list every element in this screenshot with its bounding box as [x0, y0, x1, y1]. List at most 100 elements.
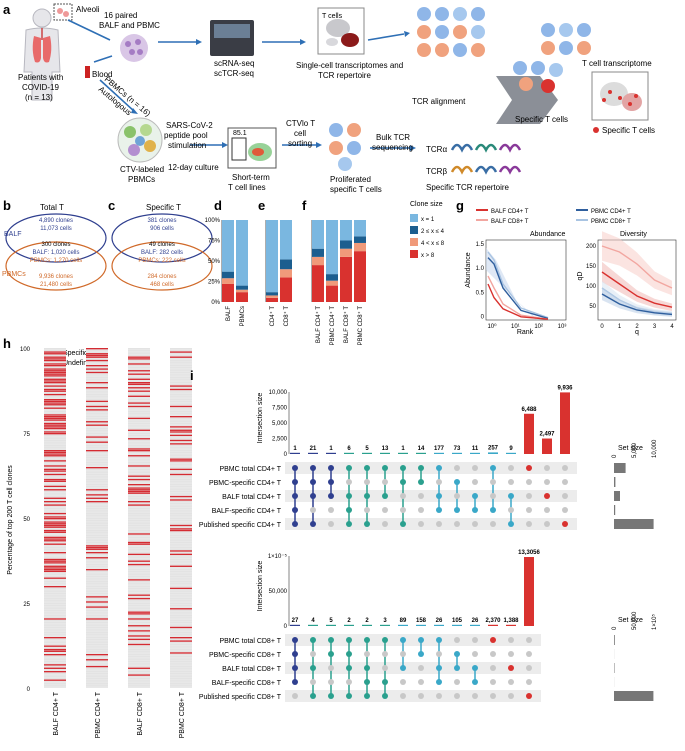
specific-clone-stripe — [128, 564, 150, 565]
set-label: BALF total CD4+ T — [222, 494, 282, 501]
undefine-clone-stripe — [170, 659, 192, 660]
undefine-clone-stripe — [170, 493, 192, 494]
specific-clone-stripe — [44, 433, 66, 434]
undefine-clone-stripe — [170, 433, 192, 434]
undefine-clone-stripe — [44, 593, 66, 594]
undefine-clone-stripe — [170, 419, 192, 420]
undefine-clone-stripe — [86, 367, 108, 368]
specific-clone-stripe — [86, 387, 108, 388]
undefine-clone-stripe — [170, 453, 192, 454]
matrix-dot-filled — [526, 693, 532, 699]
undefine-clone-stripe — [86, 499, 108, 500]
undefine-clone-stripe — [170, 411, 192, 412]
undefine-clone-stripe — [170, 663, 192, 664]
clone-size-bar-segment — [340, 249, 352, 257]
undefine-clone-stripe — [128, 459, 150, 460]
specific-clone-stripe — [44, 525, 66, 526]
undefine-clone-stripe — [86, 550, 108, 551]
undefine-clone-stripe — [44, 406, 66, 407]
undefine-clone-stripe — [128, 673, 150, 674]
specific-clone-stripe — [86, 618, 108, 619]
undefine-clone-stripe — [170, 408, 192, 409]
singlecell-label: Single-cell transcriptomes and — [296, 61, 403, 70]
undefine-clone-stripe — [128, 508, 150, 509]
matrix-dot-filled — [508, 665, 514, 671]
matrix-dot-empty — [490, 651, 496, 657]
undefine-clone-stripe — [44, 477, 66, 478]
intersection-bar — [488, 452, 498, 454]
undefine-clone-stripe — [170, 578, 192, 579]
undefine-clone-stripe — [170, 642, 192, 643]
undefine-clone-stripe — [86, 504, 108, 505]
specific-clone-stripe — [86, 421, 108, 422]
intersection-count: 2 — [347, 618, 351, 624]
undefine-clone-stripe — [44, 459, 66, 460]
undefine-clone-stripe — [170, 632, 192, 633]
undefine-clone-stripe — [86, 377, 108, 378]
undefine-clone-stripe — [86, 362, 108, 363]
specific-clone-stripe — [86, 442, 108, 443]
spec-rep-label: Specific TCR repertoire — [426, 183, 510, 192]
undefine-clone-stripe — [86, 600, 108, 601]
undefine-clone-stripe — [86, 686, 108, 687]
undefine-clone-stripe — [86, 615, 108, 616]
intersection-bar — [470, 625, 480, 626]
undefine-clone-stripe — [170, 402, 192, 403]
specific-clone-stripe — [86, 552, 108, 553]
undefine-clone-stripe — [128, 452, 150, 453]
specific-clone-stripe — [44, 646, 66, 647]
undefine-clone-stripe — [44, 601, 66, 602]
undefine-clone-stripe — [44, 510, 66, 511]
def-bar-label: BALF — [226, 306, 232, 321]
undefine-clone-stripe — [170, 423, 192, 424]
set-size-tick: 0 — [612, 626, 618, 630]
undefine-clone-stripe — [170, 669, 192, 670]
undefine-clone-stripe — [128, 523, 150, 524]
undefine-clone-stripe — [86, 630, 108, 631]
diversity-xtick: 3 — [653, 324, 657, 330]
specific-clone-stripe — [128, 501, 150, 502]
undefine-clone-stripe — [44, 484, 66, 485]
venn-mid-pbmc: PBMCs: 222 cells — [138, 258, 185, 264]
undefine-clone-stripe — [44, 542, 66, 543]
specific-clone-stripe — [44, 426, 66, 427]
specific-clone-stripe — [86, 494, 108, 495]
intersection-count: 5 — [329, 618, 333, 624]
undefine-clone-stripe — [128, 632, 150, 633]
undefine-clone-stripe — [44, 487, 66, 488]
undefine-clone-stripe — [86, 559, 108, 560]
undefine-clone-stripe — [170, 521, 192, 522]
matrix-dot-empty — [472, 651, 478, 657]
undefine-clone-stripe — [128, 447, 150, 448]
undefine-clone-stripe — [44, 554, 66, 555]
specific-clone-stripe — [44, 680, 66, 681]
undefine-clone-stripe — [44, 615, 66, 616]
stim-label: stimulation — [168, 141, 206, 150]
undefine-clone-stripe — [170, 518, 192, 519]
undefine-clone-stripe — [44, 472, 66, 473]
clone-size-bar-segment — [266, 298, 278, 302]
undefine-clone-stripe — [128, 392, 150, 393]
panel-a-label: a — [3, 2, 11, 17]
specific-clone-stripe — [128, 382, 150, 383]
specific-clone-stripe — [128, 674, 150, 675]
undefine-clone-stripe — [86, 380, 108, 381]
undefine-clone-stripe — [86, 647, 108, 648]
specific-clone-stripe — [128, 487, 150, 488]
culture-label: 12-day culture — [168, 163, 219, 172]
undefine-clone-stripe — [170, 527, 192, 528]
prolif-label: Proliferated — [330, 175, 371, 184]
intersection-count: 13,3056 — [518, 550, 540, 556]
specific-clone-stripe — [86, 372, 108, 373]
intersection-bar — [308, 625, 318, 626]
set-size-bar — [614, 635, 615, 645]
undefine-clone-stripe — [44, 630, 66, 631]
cell-grid-icon — [417, 7, 485, 57]
undefine-clone-stripe — [128, 460, 150, 461]
undefine-clone-stripe — [128, 584, 150, 585]
specific-clone-stripe — [86, 348, 108, 349]
undefine-clone-stripe — [86, 657, 108, 658]
venn-top-cells: 906 cells — [150, 226, 174, 232]
specific-clone-stripe — [44, 544, 66, 545]
matrix-dot-empty — [526, 521, 532, 527]
